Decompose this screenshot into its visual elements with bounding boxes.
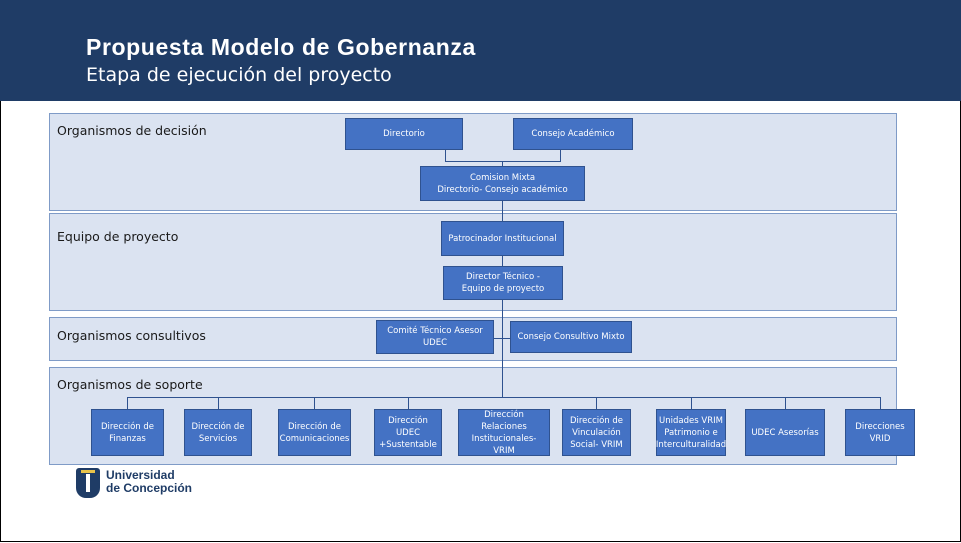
box-comision-mixta-label: Comision Mixta Directorio- Consejo acadé… [437,172,568,195]
drop-0 [127,397,128,409]
box-soporte-comunicaciones-label: Dirección de Comunicaciones [279,421,350,444]
connector-to-comision [502,161,503,166]
drop-1 [218,397,219,409]
box-soporte-relaciones-label: Dirección Relaciones Institucionales- VR… [471,409,537,456]
box-consejo-consultivo: Consejo Consultivo Mixto [510,321,632,353]
connector-top-horizontal [445,161,561,162]
drop-3 [408,397,409,409]
box-soporte-finanzas-label: Dirección de Finanzas [100,421,155,444]
box-patrocinador-label: Patrocinador Institucional [448,233,557,244]
connector-consultivos [494,338,510,339]
connector-soporte-horizontal [127,397,880,398]
slide-header: Propuesta Modelo de Gobernanza Etapa de … [0,0,961,101]
drop-5 [596,397,597,409]
box-soporte-patrimonio-label: Unidades VRIM Patrimonio e Intercultural… [655,415,727,450]
box-directorio-label: Directorio [383,129,425,139]
box-soporte-comunicaciones: Dirección de Comunicaciones [278,409,351,456]
connector-consejo [560,150,561,162]
connector-to-patrocinador [502,201,503,221]
university-name: Universidad de Concepción [106,468,193,495]
box-soporte-finanzas: Dirección de Finanzas [91,409,164,456]
band-label-consultivos: Organismos consultivos [57,328,206,343]
box-patrocinador: Patrocinador Institucional [441,221,564,256]
university-crest-icon [76,468,100,498]
box-soporte-relaciones: Dirección Relaciones Institucionales- VR… [458,409,550,456]
box-consejo-academico: Consejo Académico [513,118,633,150]
box-soporte-sustentable: Dirección UDEC +Sustentable [374,409,442,456]
box-soporte-servicios: Dirección de Servicios [184,409,252,456]
box-soporte-asesorias: UDEC Asesorías [745,409,825,456]
connector-to-director [502,256,503,266]
connector-directorio [445,150,446,162]
box-soporte-vinculacion: Dirección de Vinculación Social- VRIM [562,409,631,456]
box-director-tecnico: Director Técnico - Equipo de proyecto [443,266,563,300]
drop-8 [880,397,881,409]
box-soporte-patrimonio: Unidades VRIM Patrimonio e Intercultural… [656,409,726,456]
box-directorio: Directorio [345,118,463,150]
slide-title: Propuesta Modelo de Gobernanza [86,34,476,60]
box-soporte-sustentable-label: Dirección UDEC +Sustentable [379,415,437,450]
band-decision: Organismos de decisión [49,113,897,211]
box-comite-tecnico-label: Comité Técnico Asesor UDEC [387,326,483,348]
box-soporte-servicios-label: Dirección de Servicios [191,421,245,444]
drop-6 [691,397,692,409]
connector-main-vertical [502,300,503,398]
box-soporte-vrid: Direcciones VRID [845,409,915,456]
box-director-tecnico-label: Director Técnico - Equipo de proyecto [461,272,545,294]
box-soporte-vrid-label: Direcciones VRID [855,421,905,444]
drop-2 [314,397,315,409]
box-comision-mixta: Comision Mixta Directorio- Consejo acadé… [420,166,585,201]
band-label-decision: Organismos de decisión [57,123,207,138]
box-soporte-vinculacion-label: Dirección de Vinculación Social- VRIM [569,415,624,450]
slide-subtitle: Etapa de ejecución del proyecto [86,64,392,86]
box-comite-tecnico: Comité Técnico Asesor UDEC [376,320,494,354]
band-label-soporte: Organismos de soporte [57,377,203,392]
university-logo: Universidad de Concepción [76,468,516,508]
band-label-equipo: Equipo de proyecto [57,229,179,244]
box-consejo-consultivo-label: Consejo Consultivo Mixto [517,332,625,342]
box-soporte-asesorias-label: UDEC Asesorías [751,427,819,438]
drop-7 [785,397,786,409]
box-consejo-academico-label: Consejo Académico [531,129,615,139]
